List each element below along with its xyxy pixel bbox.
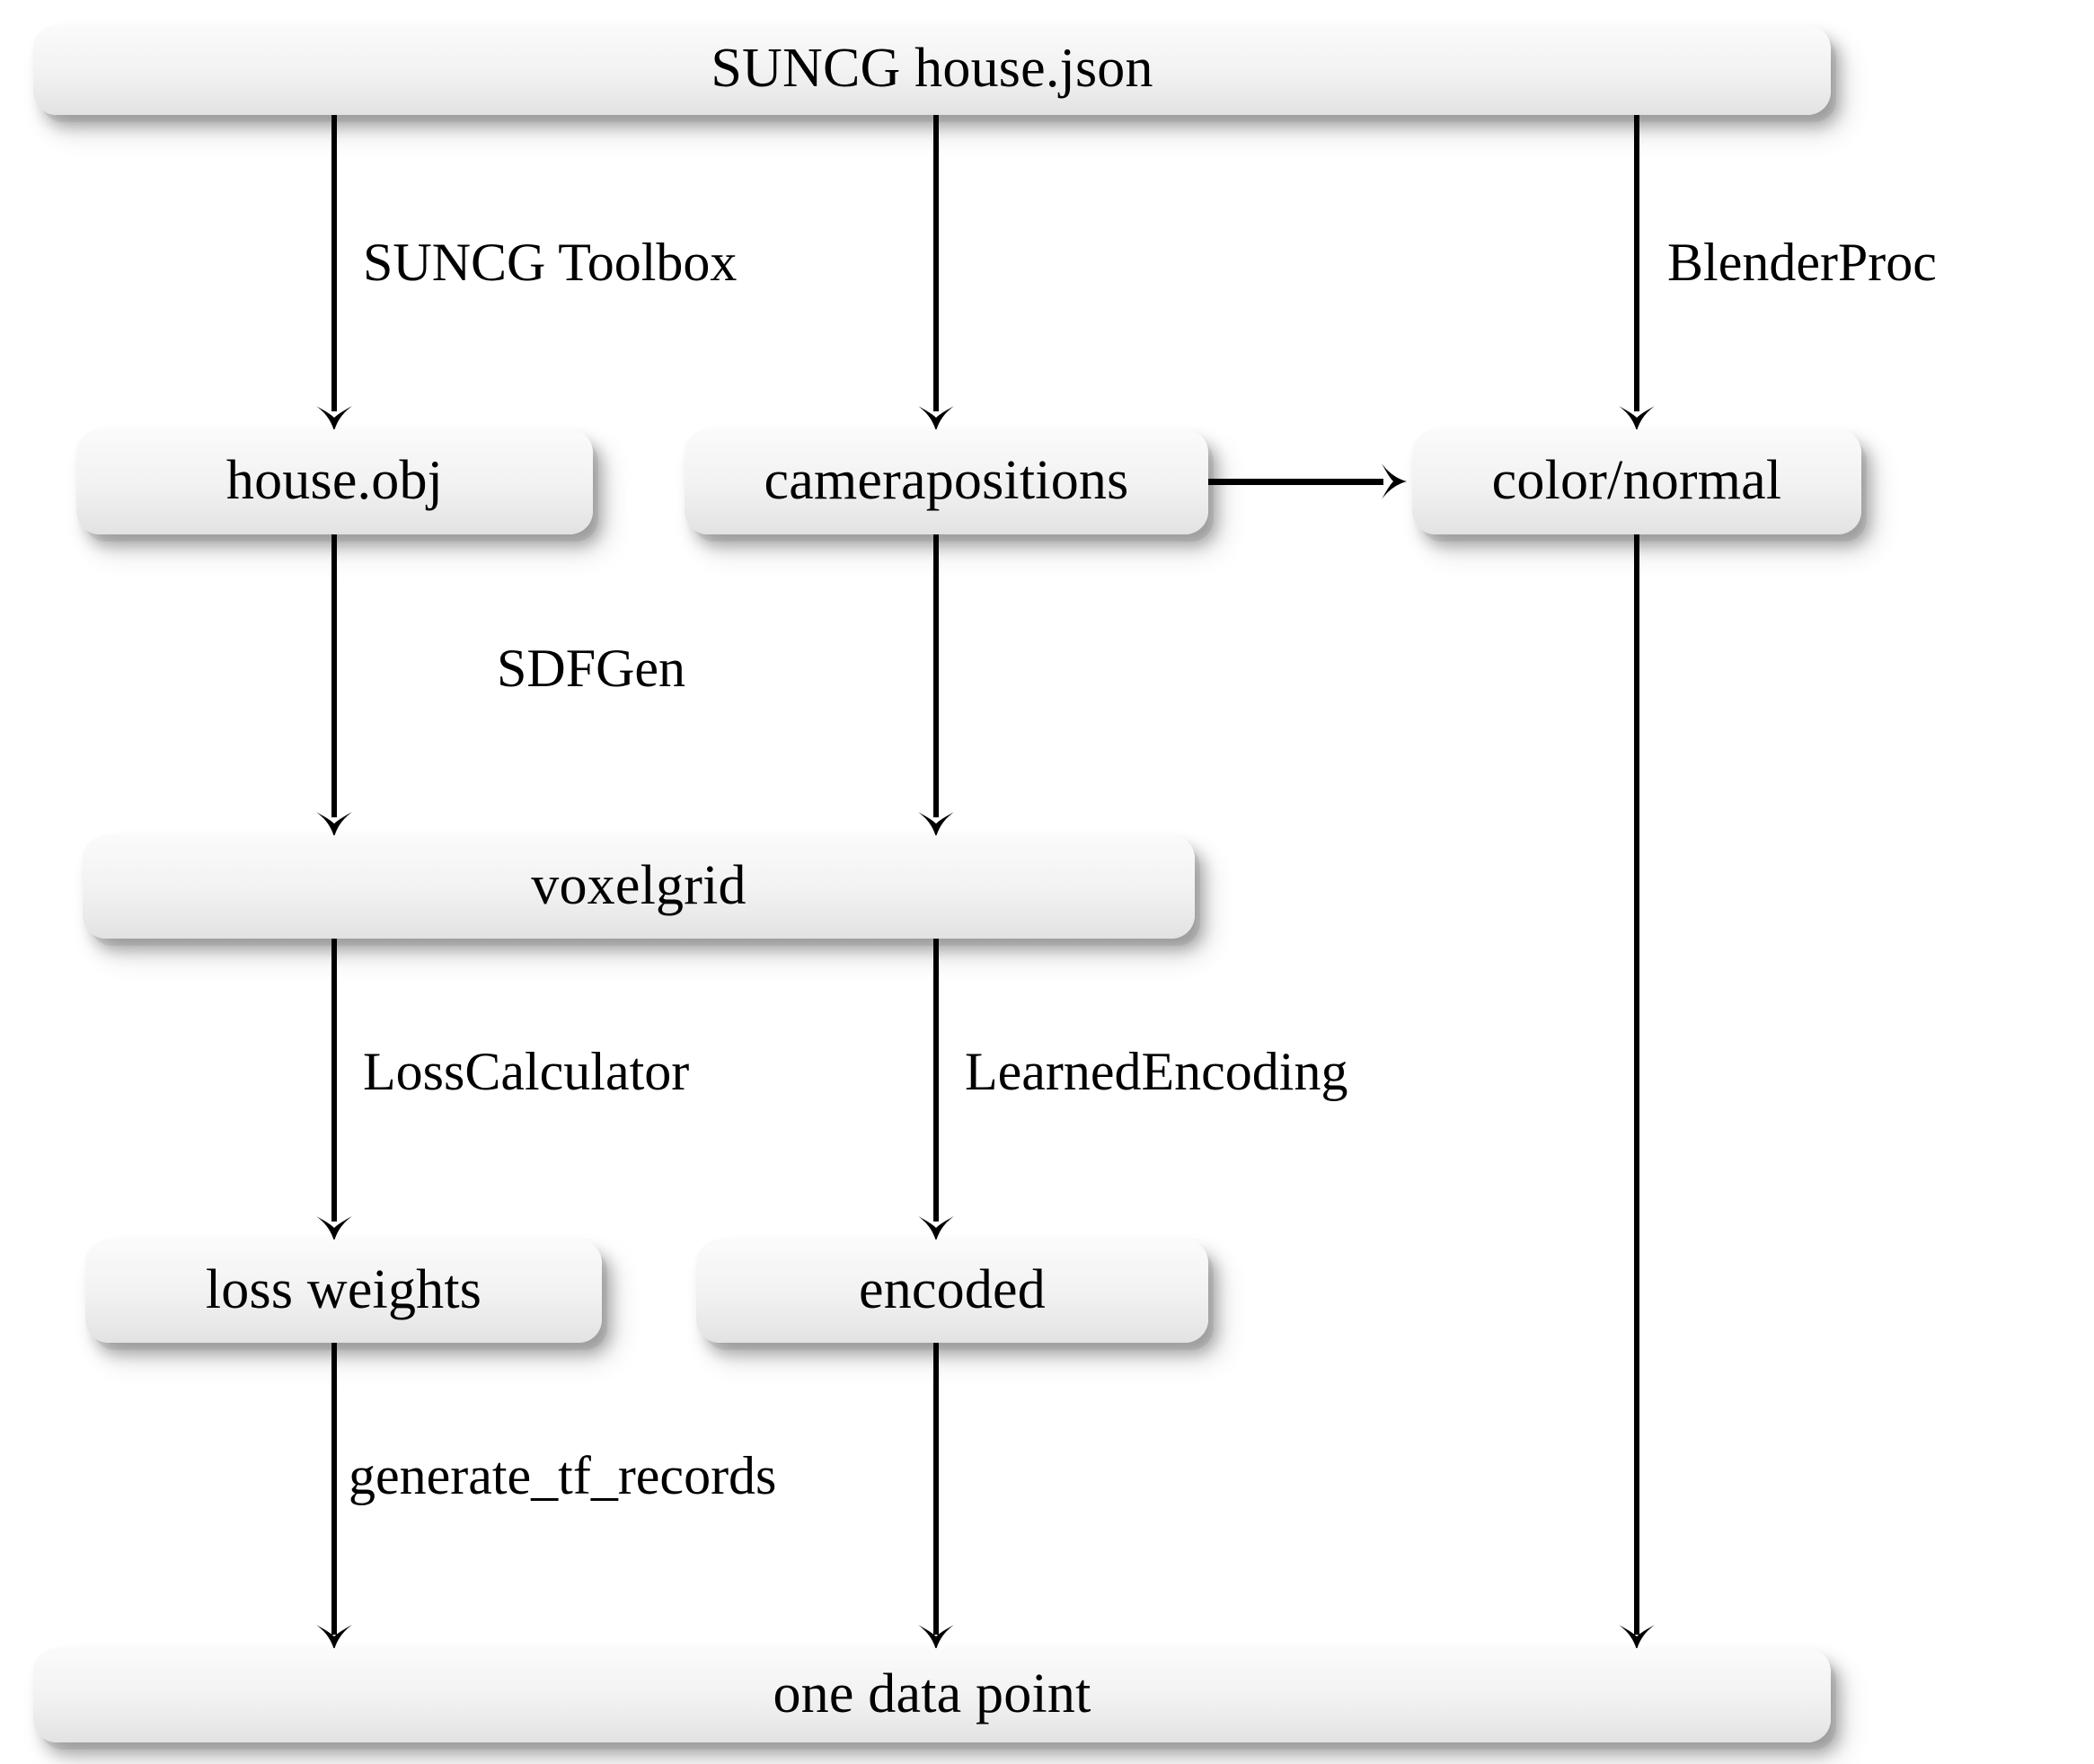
arrowhead-down-icon [314,402,354,433]
arrowhead-down-icon [916,1621,956,1652]
edge-label-losscalculator: LossCalculator [363,1042,690,1101]
arrowhead-down-icon [314,1213,354,1243]
node-loss-weights[interactable]: loss weights [85,1239,602,1343]
edge-label-learnedencoding: LearnedEncoding [965,1042,1348,1101]
edge-label-generate-tf-records: generate_tf_records [349,1446,777,1505]
arrowhead-down-icon [314,808,354,839]
node-color-normal[interactable]: color/normal [1412,429,1861,534]
edge-colornormal-to-onedatapoint [1634,534,1639,1635]
edge-voxelgrid-to-encoded [933,939,939,1222]
edge-housejson-to-camerapositions [933,115,939,411]
node-label: one data point [773,1663,1091,1724]
node-suncg-house-json[interactable]: SUNCG house.json [33,25,1831,115]
edge-housejson-to-colornormal [1634,115,1639,411]
arrowhead-down-icon [916,402,956,433]
edge-camerapositions-to-voxelgrid [933,534,939,817]
node-voxelgrid[interactable]: voxelgrid [83,835,1195,939]
node-label: camerapositions [764,449,1129,511]
edge-voxelgrid-to-lossweights [331,939,337,1222]
node-one-data-point[interactable]: one data point [33,1648,1831,1742]
node-label: encoded [859,1258,1046,1320]
arrowhead-down-icon [1617,1621,1657,1652]
node-encoded[interactable]: encoded [696,1239,1208,1343]
node-label: voxelgrid [531,854,747,916]
node-label: house.obj [225,449,444,511]
arrowhead-down-icon [1617,402,1657,433]
node-camerapositions[interactable]: camerapositions [685,429,1208,534]
edge-encoded-to-onedatapoint [933,1343,939,1635]
edge-houseobj-to-voxelgrid [331,534,337,817]
arrowhead-down-icon [314,1621,354,1652]
node-label: loss weights [205,1258,482,1320]
edge-camerapositions-to-colornormal [1208,479,1383,485]
node-label: SUNCG house.json [711,38,1153,99]
arrowhead-right-icon [1378,462,1409,501]
edge-label-sdfgen: SDFGen [497,639,686,698]
arrowhead-down-icon [916,1213,956,1243]
node-label: color/normal [1491,449,1782,511]
edge-label-suncg-toolbox: SUNCG Toolbox [363,233,738,292]
edge-housejson-to-houseobj [331,115,337,411]
arrowhead-down-icon [916,808,956,839]
node-house-obj[interactable]: house.obj [76,429,593,534]
edge-label-blenderproc: BlenderProc [1667,233,1937,292]
edge-lossweights-to-onedatapoint [331,1343,337,1635]
